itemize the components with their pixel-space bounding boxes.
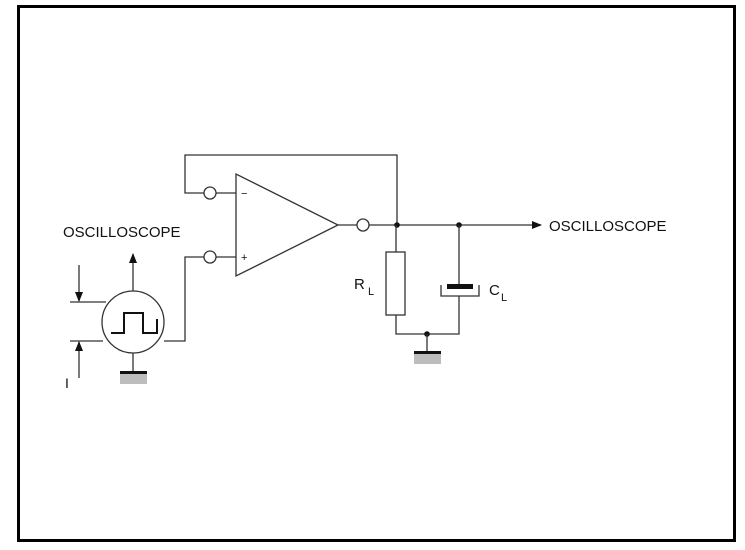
current-label: I	[65, 375, 69, 391]
ground-icon	[414, 351, 441, 364]
frame	[17, 5, 736, 542]
square-wave-icon	[111, 312, 158, 334]
pulse-generator	[101, 290, 165, 354]
minus-sign: −	[241, 188, 247, 200]
source-wire	[164, 256, 204, 342]
resistor-label: R	[354, 276, 365, 293]
output-oscilloscope-label: OSCILLOSCOPE	[549, 218, 667, 235]
ground-icon	[120, 371, 147, 384]
capacitor-subscript: L	[501, 292, 507, 304]
plus-sign: +	[241, 252, 247, 264]
feedback-wire	[184, 154, 398, 225]
load-capacitor	[440, 284, 480, 297]
noninverting-input-terminal	[203, 250, 217, 264]
resistor-subscript: L	[368, 286, 374, 298]
input-oscilloscope-label: OSCILLOSCOPE	[63, 224, 181, 241]
inverting-input-terminal	[203, 186, 217, 200]
output-terminal	[356, 218, 370, 232]
load-resistor	[385, 251, 406, 316]
op-amp	[235, 172, 340, 278]
junction-node	[394, 222, 400, 228]
capacitor-label: C	[489, 282, 500, 299]
